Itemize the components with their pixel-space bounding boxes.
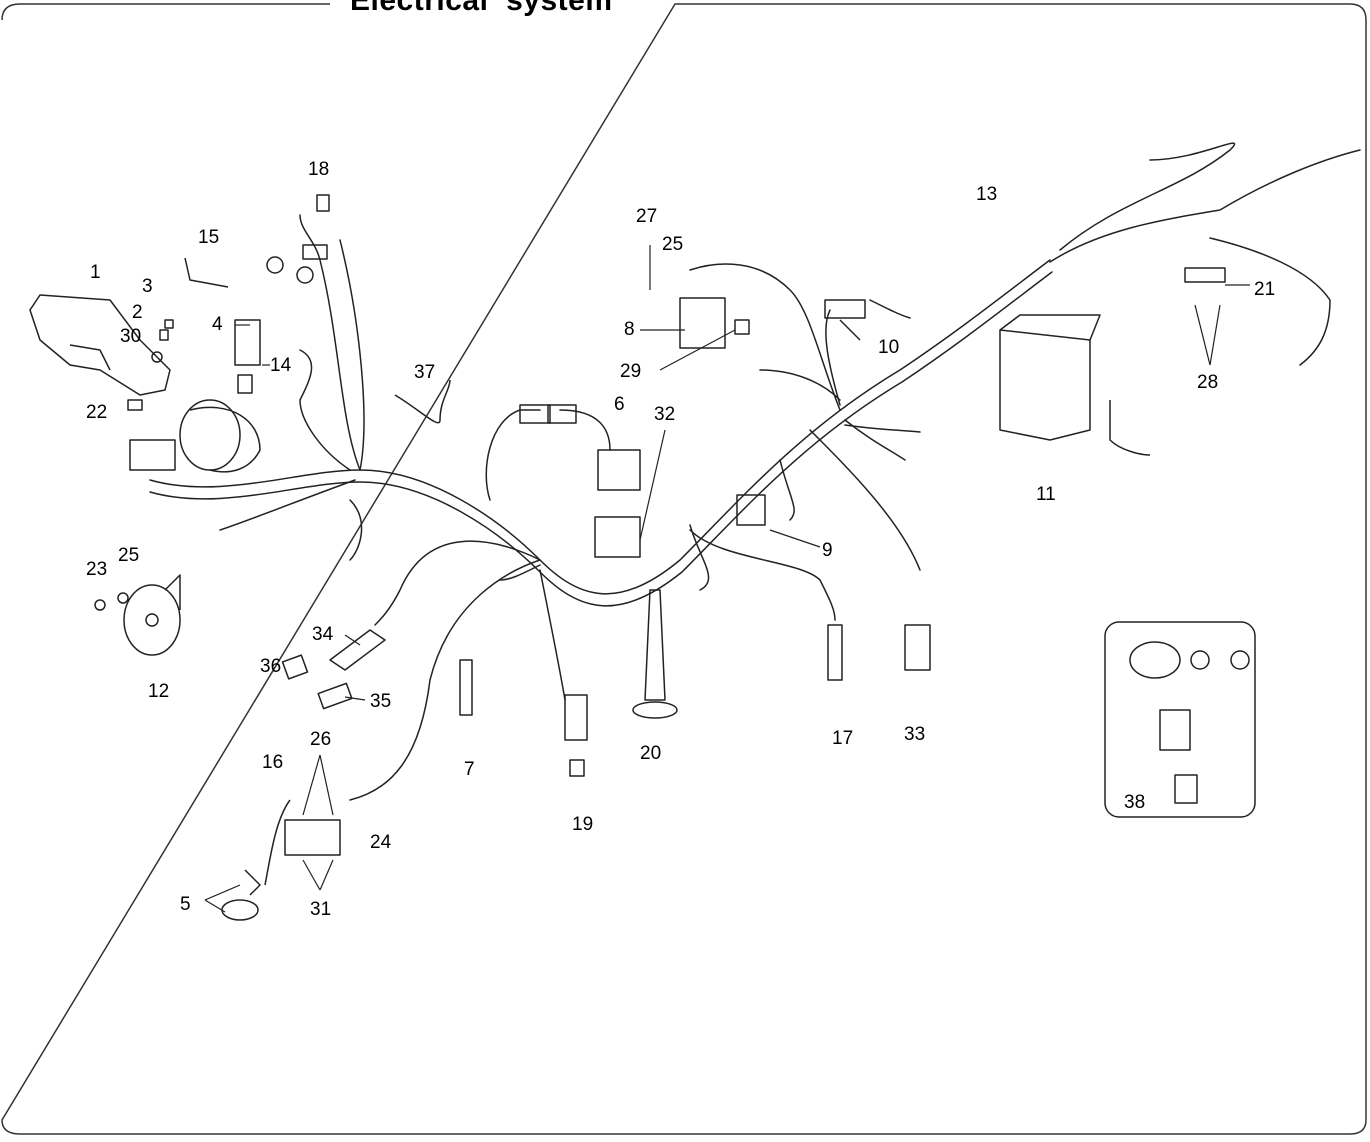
relay-32 bbox=[594, 516, 641, 558]
part-label-25: 25 bbox=[118, 545, 139, 566]
part-label-5: 5 bbox=[180, 894, 191, 915]
part-label-10: 10 bbox=[878, 337, 899, 358]
part-label-15: 15 bbox=[198, 227, 219, 248]
part-label-4: 4 bbox=[212, 314, 223, 335]
instrument-panel bbox=[29, 294, 171, 396]
part-label-12: 12 bbox=[148, 681, 169, 702]
part-label-23: 23 bbox=[86, 559, 107, 580]
part-label-18: 18 bbox=[308, 159, 329, 180]
part-label-31: 31 bbox=[310, 899, 331, 920]
part-label-21: 21 bbox=[1254, 279, 1275, 300]
bracket-8 bbox=[679, 297, 726, 349]
battery bbox=[999, 314, 1101, 441]
part-label-24: 24 bbox=[370, 832, 392, 853]
horn bbox=[123, 584, 181, 656]
ignition-coil bbox=[284, 819, 341, 856]
part-label-33: 33 bbox=[904, 724, 925, 745]
sensor-33 bbox=[904, 624, 931, 671]
part-label-17: 17 bbox=[832, 728, 853, 749]
part-label-27: 27 bbox=[636, 206, 657, 227]
switch-19 bbox=[564, 694, 588, 741]
part-label-38: 38 bbox=[1124, 792, 1145, 813]
part-label-26: 26 bbox=[310, 729, 331, 750]
part-label-1: 1 bbox=[90, 262, 101, 283]
part-label-30: 30 bbox=[120, 326, 141, 347]
frame-border bbox=[1, 3, 1367, 1135]
inset-box bbox=[1104, 621, 1256, 818]
part-label-32: 32 bbox=[654, 404, 675, 425]
part-label-6: 6 bbox=[614, 394, 625, 415]
part-label-8: 8 bbox=[624, 319, 635, 340]
diagram-title: Electrical system bbox=[344, 0, 619, 18]
main-harness bbox=[149, 259, 1051, 595]
part-label-9: 9 bbox=[822, 540, 833, 561]
part-label-2: 2 bbox=[132, 302, 143, 323]
part-label-20: 20 bbox=[640, 743, 661, 764]
part-label-22: 22 bbox=[86, 402, 107, 423]
ignition-switch bbox=[234, 319, 261, 366]
part-label-13: 13 bbox=[976, 184, 997, 205]
part-label-37: 37 bbox=[414, 362, 435, 383]
part-label-35: 35 bbox=[370, 691, 391, 712]
part-label-16: 16 bbox=[262, 752, 283, 773]
part-label-14: 14 bbox=[270, 355, 292, 376]
part-label-7: 7 bbox=[464, 759, 475, 780]
part-label-36: 36 bbox=[260, 656, 281, 677]
part-label-29: 29 bbox=[620, 361, 641, 382]
part-label-11: 11 bbox=[1036, 484, 1056, 505]
part-label-19: 19 bbox=[572, 814, 593, 835]
relay-6 bbox=[597, 449, 641, 491]
part-label-3: 3 bbox=[142, 276, 153, 297]
part-label-34: 34 bbox=[312, 624, 334, 645]
part-label-28: 28 bbox=[1197, 372, 1218, 393]
part-label-25: 25 bbox=[662, 234, 683, 255]
